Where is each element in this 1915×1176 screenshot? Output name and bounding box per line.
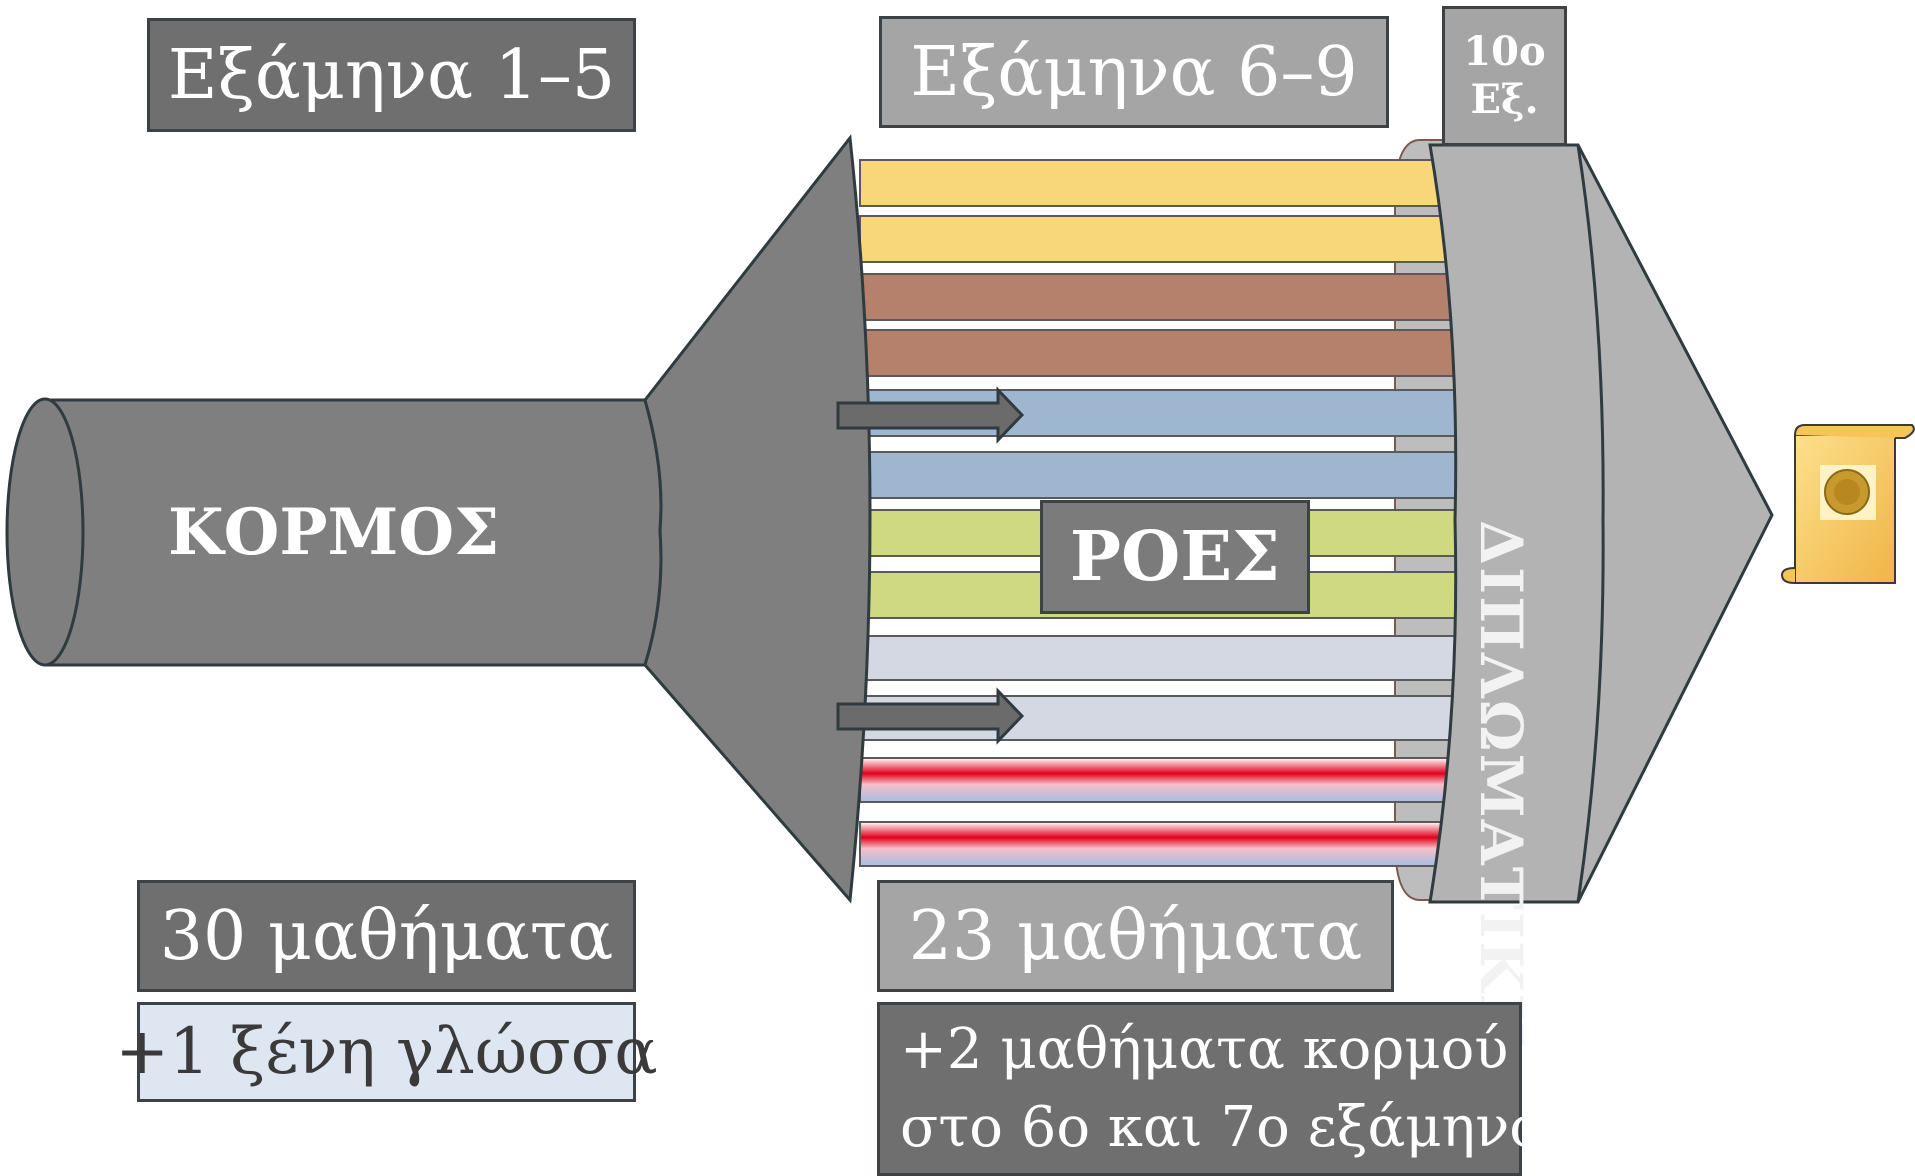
diploma-label: ΔΙΠΛΩΜΑΤΙΚΗ [1467,520,1535,1051]
semester-10-abbrev: Εξ. [1470,76,1539,123]
stream-bar-gray-1 [859,635,1461,681]
stream-bar-redblue-1 [859,757,1451,803]
core-cylinder-end [5,397,85,667]
semesters-6-9-label: Εξάμηνα 6–9 [879,16,1389,128]
stream-bar-brown-1 [859,273,1461,321]
foreign-language-label: +1 ξένη γλώσσα [115,1002,658,1102]
core-courses-note-line1: +2 μαθήματα κορμού [900,1017,1509,1082]
diploma-scroll-icon [1780,424,1915,584]
stream-bars [859,159,1461,867]
stream-bar-brown-2 [859,329,1461,377]
semester-10-label: 10ο Εξ. [1442,6,1567,146]
diploma-arrow [1428,143,1774,904]
diploma-band-edge [1576,144,1605,903]
core-label: ΚΟΡΜΟΣ [168,495,500,570]
stream-bar-redblue-2 [859,821,1451,867]
semesters-1-5-label: Εξάμηνα 1–5 [147,18,636,132]
funnel-cone [643,134,872,904]
courses-30-label: 30 μαθήματα [137,880,636,992]
stream-bar-blue-2 [859,451,1461,499]
courses-23-label: 23 μαθήματα [877,880,1394,992]
core-courses-note: +2 μαθήματα κορμού στο 6ο και 7ο εξάμηνο [877,1002,1543,1176]
stream-bar-yellow-1 [859,159,1451,207]
semester-10-number: 10ο [1463,28,1546,75]
stream-bar-yellow-2 [859,215,1451,263]
streams-label: ΡΟΕΣ [1040,500,1310,614]
right-arrow-icon [836,386,1025,444]
right-arrow-icon [836,687,1025,745]
core-courses-note-line2: στο 6ο και 7ο εξάμηνο [900,1095,1543,1160]
